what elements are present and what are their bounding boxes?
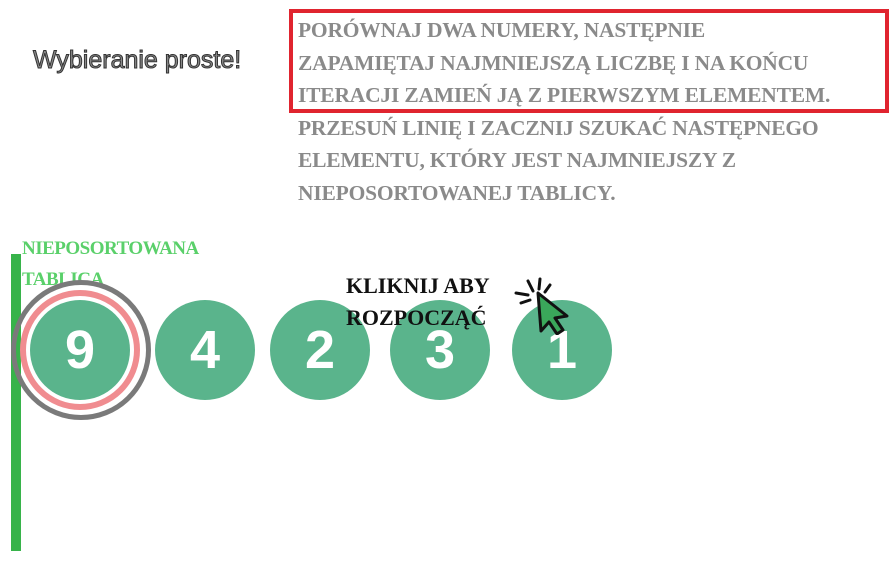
array-element: 2 — [270, 300, 370, 400]
unsorted-label-line: NIEPOSORTOWANA — [22, 238, 199, 259]
array-element: 9 — [30, 300, 130, 400]
instruction-line: ITERACJI ZAMIEŃ JĄ Z PIERWSZYM ELEMENTEM… — [298, 83, 831, 107]
array-element: 4 — [155, 300, 255, 400]
instructions-text: PORÓWNAJ DWA NUMERY, NASTĘPNIE ZAPAMIĘTA… — [298, 14, 893, 209]
start-button[interactable]: KLIKNIJ ABY ROZPOCZĄĆ — [346, 270, 490, 334]
instruction-line: PORÓWNAJ DWA NUMERY, NASTĘPNIE — [298, 18, 705, 42]
page-title: Wybieranie proste! — [32, 46, 242, 75]
instruction-line: NIEPOSORTOWANEJ TABLICY. — [298, 180, 616, 205]
start-hint-line: ROZPOCZĄĆ — [346, 305, 487, 330]
instruction-line: ELEMENTU, KTÓRY JEST NAJMNIEJSZY Z — [298, 148, 736, 172]
click-cursor-icon — [514, 277, 569, 335]
sorted-boundary-line — [11, 254, 21, 551]
instruction-line: ZAPAMIĘTAJ NAJMNIEJSZĄ LICZBĘ I NA KOŃCU — [298, 50, 809, 75]
selection-ring-outer — [11, 280, 151, 420]
selection-ring-inner — [20, 290, 140, 410]
start-hint-line: KLIKNIJ ABY — [346, 273, 490, 298]
array-element: 3 — [390, 300, 490, 400]
instruction-line: PRZESUŃ LINIĘ I ZACZNIJ SZUKAĆ NASTĘPNEG… — [298, 115, 819, 140]
instruction-highlight-box — [289, 9, 889, 113]
